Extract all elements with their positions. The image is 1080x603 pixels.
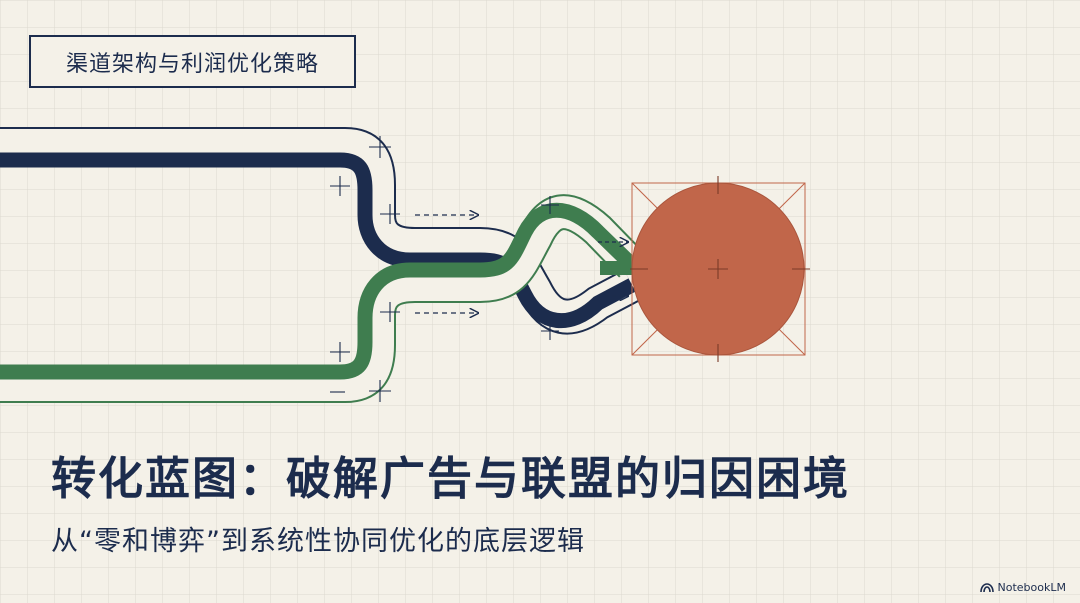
brand-name: NotebookLM: [997, 581, 1066, 594]
green-channel-path: [0, 202, 638, 380]
target-crosshairs: [630, 176, 810, 362]
registration-marks: [330, 136, 559, 402]
section-label: 渠道架构与利润优化策略: [29, 35, 356, 88]
brand-watermark: NotebookLM: [979, 581, 1066, 594]
navy-channel-path: [0, 152, 636, 329]
page-title: 转化蓝图：破解广告与联盟的归因困境: [51, 452, 851, 505]
page-subtitle: 从“零和博弈”到系统性协同优化的底层逻辑: [51, 526, 585, 557]
notebooklm-logo-icon: [979, 582, 994, 592]
